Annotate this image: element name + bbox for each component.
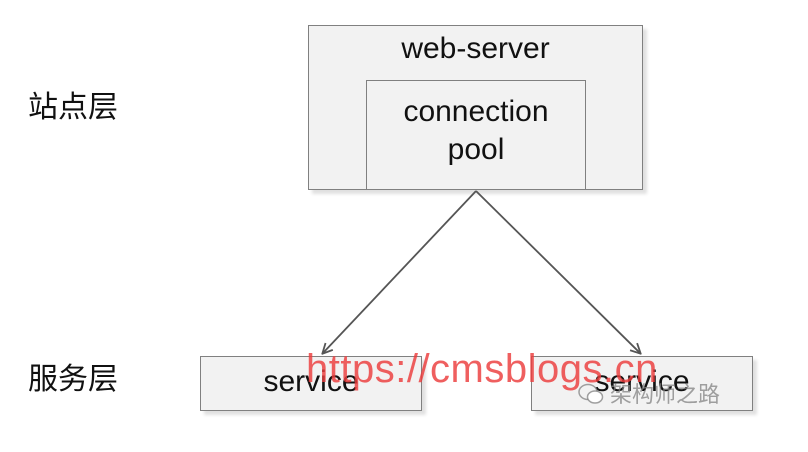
service-box-left: service [200, 356, 422, 411]
service-label-left: service [263, 365, 359, 398]
connection-pool-line2: pool [447, 133, 505, 166]
arrow-to-left-service [323, 190, 477, 353]
web-server-title: web-server [401, 32, 550, 65]
wechat-icon [578, 383, 604, 405]
service-layer-label: 服务层 [28, 362, 118, 397]
watermark-url: https://cmsblogs.cn [306, 347, 658, 391]
service-box-right: service [531, 356, 753, 411]
connection-pool-box: connection pool [366, 80, 586, 190]
service-label-right: service [594, 365, 690, 398]
connection-pool-line1: connection [403, 95, 549, 128]
site-layer-label: 站点层 [28, 90, 118, 125]
watermark-brand: 架构师之路 [610, 383, 721, 408]
arrow-to-right-service [475, 190, 640, 353]
connection-pool-label: connection pool [367, 93, 585, 169]
